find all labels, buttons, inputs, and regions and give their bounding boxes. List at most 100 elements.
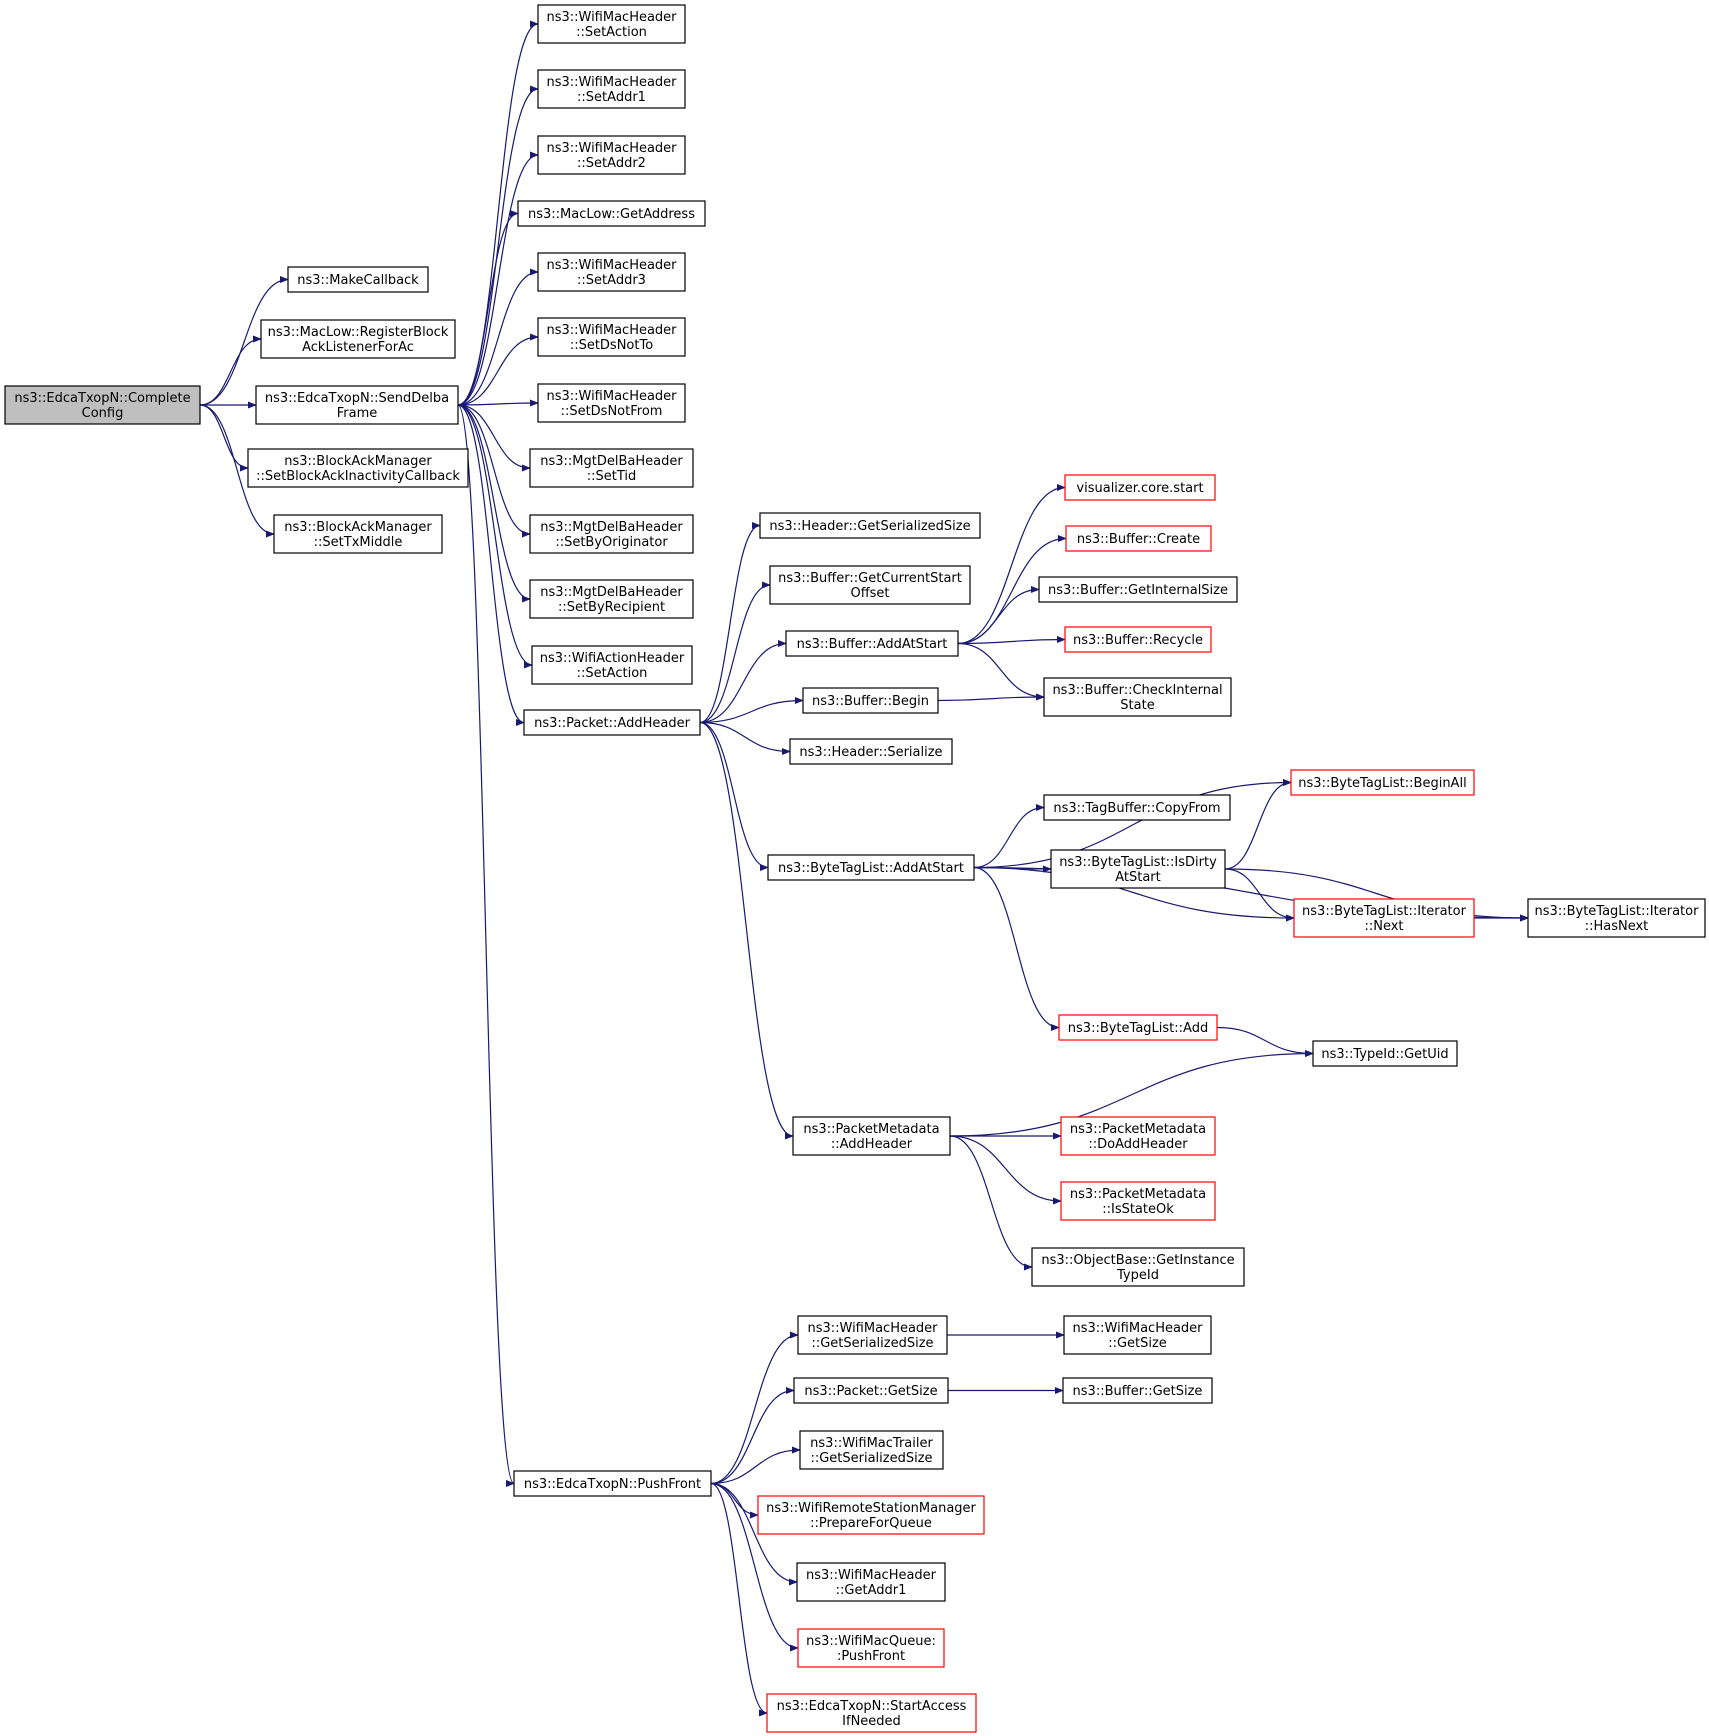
graph-node-bufbegin[interactable]: ns3::Buffer::Begin [802,687,939,714]
graph-node-bufrecycle[interactable]: ns3::Buffer::Recycle [1064,626,1212,653]
node-box [513,1470,712,1497]
graph-node-typeidgetuid[interactable]: ns3::TypeId::GetUid [1312,1040,1458,1067]
graph-node-makecb[interactable]: ns3::MakeCallback [287,266,429,293]
node-label-line: ::GetSerializedSize [811,1336,933,1351]
node-label-line: ::DoAddHeader [1088,1137,1188,1152]
node-label-line: ns3::WifiMacQueue: [806,1634,936,1649]
node-label-line: ns3::TypeId::GetUid [1321,1047,1448,1062]
graph-node-btladdatstart[interactable]: ns3::ByteTagList::AddAtStart [767,854,975,881]
node-label-line: ns3::WifiMacTrailer [810,1436,933,1451]
graph-node-setdsnotto[interactable]: ns3::WifiMacHeader::SetDsNotTo [537,317,686,357]
graph-node-wmqpushfront[interactable]: ns3::WifiMacQueue::PushFront [797,1628,945,1668]
graph-node-pmaddheader[interactable]: ns3::PacketMetadata::AddHeader [792,1116,951,1156]
graph-node-setbyrecip[interactable]: ns3::MgtDelBaHeader::SetByRecipient [529,579,694,619]
node-label-line: ::SetBlockAckInactivityCallback [256,469,460,484]
graph-node-reglistener[interactable]: ns3::MacLow::RegisterBlockAckListenerFor… [260,319,456,359]
graph-node-btlitnext[interactable]: ns3::ByteTagList::Iterator::Next [1293,898,1475,938]
graph-node-wmhgetaddr1[interactable]: ns3::WifiMacHeader::GetAddr1 [796,1562,946,1602]
node-label-line: ns3::EdcaTxopN::PushFront [524,1477,701,1492]
graph-node-setaddr3[interactable]: ns3::WifiMacHeader::SetAddr3 [537,252,686,292]
node-label-line: ns3::WifiMacHeader [546,10,677,25]
graph-node-settid[interactable]: ns3::MgtDelBaHeader::SetTid [529,448,694,488]
graph-node-bufaddatstart[interactable]: ns3::Buffer::AddAtStart [785,630,959,657]
node-box [797,1315,948,1355]
graph-node-setdsnotfrom[interactable]: ns3::WifiMacHeader::SetDsNotFrom [537,383,686,423]
graph-node-pushfront[interactable]: ns3::EdcaTxopN::PushFront [513,1470,712,1497]
call-edge-bufaddatstart-to-bufrecycle [957,635,1066,645]
call-edge-pushfront-to-pktgetsize [710,1386,795,1485]
call-edge-senddelba-to-setdsnotto [457,333,539,406]
node-label-line: ns3::MgtDelBaHeader [540,585,683,600]
node-label-line: ns3::Packet::AddHeader [534,716,690,731]
graph-node-btlbeginall[interactable]: ns3::ByteTagList::BeginAll [1290,769,1475,796]
graph-node-bufcreate[interactable]: ns3::Buffer::Create [1065,525,1212,552]
call-edge-pushfront-to-wmhgetaddr1 [710,1482,798,1586]
graph-node-hdrserialize[interactable]: ns3::Header::Serialize [789,738,953,765]
node-label-line: AckListenerForAc [302,340,414,355]
graph-node-getaddress[interactable]: ns3::MacLow::GetAddress [517,200,706,227]
node-box [537,317,686,357]
graph-node-wasetaction[interactable]: ns3::WifiActionHeader::SetAction [531,645,693,685]
call-edge-senddelba-to-setbyorig [457,404,531,538]
call-edge-senddelba-to-getaddress [457,209,519,406]
graph-node-wrsmprep[interactable]: ns3::WifiRemoteStationManager::PrepareFo… [757,1495,985,1535]
call-edge-pushfront-to-wmhgetser [710,1331,799,1485]
node-label-line: ns3::Buffer::Create [1077,532,1200,547]
node-box [785,630,959,657]
graph-node-setaction[interactable]: ns3::WifiMacHeader::SetAction [537,4,686,44]
node-label-line: Frame [337,406,378,421]
node-label-line: Config [82,406,124,421]
call-edge-btladd-to-typeidgetuid [1216,1026,1314,1058]
node-label-line: ns3::MgtDelBaHeader [540,454,683,469]
call-edge-senddelba-to-setaddr2 [457,151,539,406]
graph-node-btladd[interactable]: ns3::ByteTagList::Add [1058,1014,1218,1041]
graph-node-wmtgetser[interactable]: ns3::WifiMacTrailer::GetSerializedSize [799,1430,944,1470]
node-label-line: ns3::Buffer::GetSize [1073,1384,1203,1399]
node-box [769,565,971,605]
call-edge-addheader-to-bufcurstart [699,581,771,724]
graph-node-setbyorig[interactable]: ns3::MgtDelBaHeader::SetByOriginator [529,514,694,554]
node-box [1060,1116,1216,1156]
node-label-line: ns3::Header::Serialize [799,745,942,760]
node-label-line: ::SetTxMiddle [314,535,403,550]
graph-node-setaddr2[interactable]: ns3::WifiMacHeader::SetAddr2 [537,135,686,175]
node-label-line: ns3::WifiMacHeader [546,258,677,273]
graph-node-pmisstateok[interactable]: ns3::PacketMetadata::IsStateOk [1060,1181,1216,1221]
node-box [766,1693,977,1733]
graph-node-pmdoadd[interactable]: ns3::PacketMetadata::DoAddHeader [1060,1116,1216,1156]
graph-node-pktgetsize[interactable]: ns3::Packet::GetSize [793,1377,949,1404]
graph-node-addheader[interactable]: ns3::Packet::AddHeader [523,709,701,736]
call-edge-complete-to-setbainact [199,404,249,472]
graph-node-setbainact[interactable]: ns3::BlockAckManager::SetBlockAckInactiv… [247,448,469,488]
call-edge-btlisdirty-to-btlithasnext [1224,868,1529,922]
node-label-line: ns3::MakeCallback [297,273,419,288]
graph-node-settxmiddle[interactable]: ns3::BlockAckManager::SetTxMiddle [273,514,443,554]
graph-node-vizstart[interactable]: visualizer.core.start [1064,474,1216,501]
graph-node-wmhgetser[interactable]: ns3::WifiMacHeader::GetSerializedSize [797,1315,948,1355]
node-label-line: ::HasNext [1585,919,1649,934]
graph-node-btlithasnext[interactable]: ns3::ByteTagList::Iterator::HasNext [1527,898,1706,938]
node-box [537,69,686,109]
graph-node-bufgetsize[interactable]: ns3::Buffer::GetSize [1062,1377,1213,1404]
node-label-line: AtStart [1115,870,1161,885]
node-label-line: ns3::TagBuffer::CopyFrom [1053,801,1220,816]
graph-node-tbcopyfrom[interactable]: ns3::TagBuffer::CopyFrom [1043,794,1231,821]
graph-node-wmhgetsize[interactable]: ns3::WifiMacHeader::GetSize [1063,1315,1212,1355]
node-label-line: IfNeeded [842,1714,901,1729]
graph-node-setaddr1[interactable]: ns3::WifiMacHeader::SetAddr1 [537,69,686,109]
graph-node-hdrgetser[interactable]: ns3::Header::GetSerializedSize [759,512,981,539]
node-label-line: ::SetDsNotFrom [561,404,663,419]
node-box [757,1495,985,1535]
node-label-line: ns3::Header::GetSerializedSize [769,519,970,534]
graph-node-bufinternal[interactable]: ns3::Buffer::GetInternalSize [1038,576,1238,603]
node-box [797,1628,945,1668]
call-edge-pushfront-to-startaccess [710,1482,768,1717]
node-box [799,1430,944,1470]
